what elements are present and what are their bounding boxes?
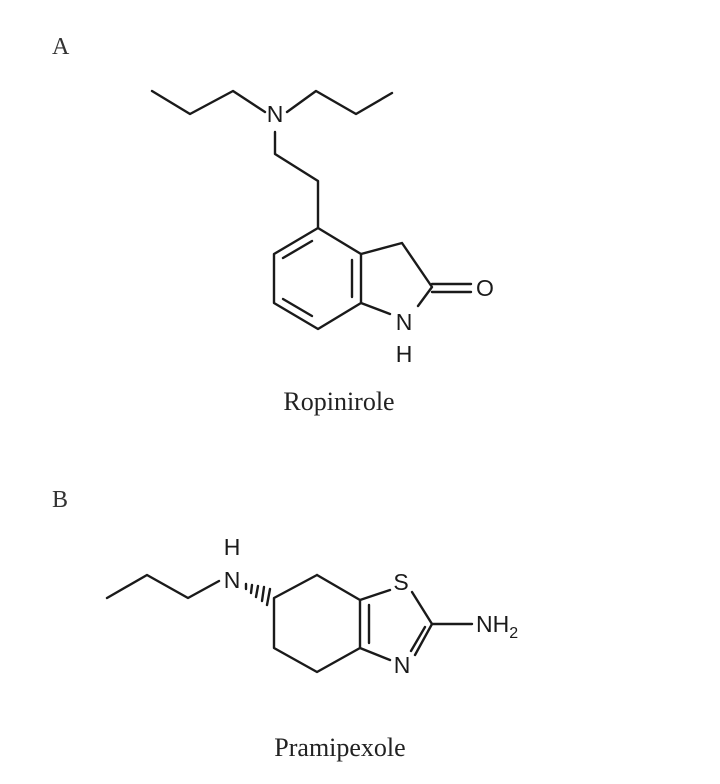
pramipexole-structure: H N S N NH2: [105, 534, 518, 678]
panel-a: A N O N H Ropinirole: [52, 34, 494, 416]
benzene-double-bond: [281, 297, 314, 318]
lactam-ring-bond: [359, 301, 392, 316]
thiazole-ring-bond: [358, 588, 392, 602]
ropinirole-ring-n-label: N: [396, 309, 413, 335]
pramipexole-ring-n-label: N: [394, 652, 411, 678]
lactam-ring-bond: [359, 241, 434, 308]
propyl-chain-bond: [105, 573, 221, 600]
thiazole-double-bond: [409, 625, 427, 653]
thiazole-ring-bond: [410, 590, 434, 626]
pramipexole-sulfur-label: S: [393, 569, 408, 595]
panel-b-letter: B: [52, 487, 68, 513]
amino-nh-text: NH: [476, 611, 509, 637]
pramipexole-amine-h-label: H: [224, 534, 241, 560]
panel-b: B H N: [52, 487, 518, 762]
left-propyl-bond: [150, 89, 267, 116]
ropinirole-structure: N O N H: [150, 89, 494, 367]
pramipexole-amine-n-label: N: [224, 567, 241, 593]
ethyl-linker-bond: [273, 130, 320, 230]
ropinirole-name: Ropinirole: [283, 387, 394, 416]
benzene-ring: [272, 226, 363, 331]
thiazole-ring-bond: [358, 646, 392, 662]
benzene-double-bond: [281, 239, 314, 260]
hashed-wedge-bond: [244, 582, 272, 607]
pramipexole-name: Pramipexole: [274, 733, 405, 762]
cyclohexene-ring: [272, 573, 362, 674]
ropinirole-ring-h-label: H: [396, 341, 413, 367]
right-propyl-bond: [285, 89, 394, 116]
panel-a-letter: A: [52, 34, 70, 60]
pramipexole-amino-label: NH2: [476, 611, 518, 642]
ropinirole-carbonyl-o-label: O: [476, 275, 494, 301]
amino-subscript-text: 2: [509, 625, 518, 642]
ropinirole-amine-n-label: N: [267, 101, 284, 127]
thiazole-ring-bond: [413, 622, 434, 657]
